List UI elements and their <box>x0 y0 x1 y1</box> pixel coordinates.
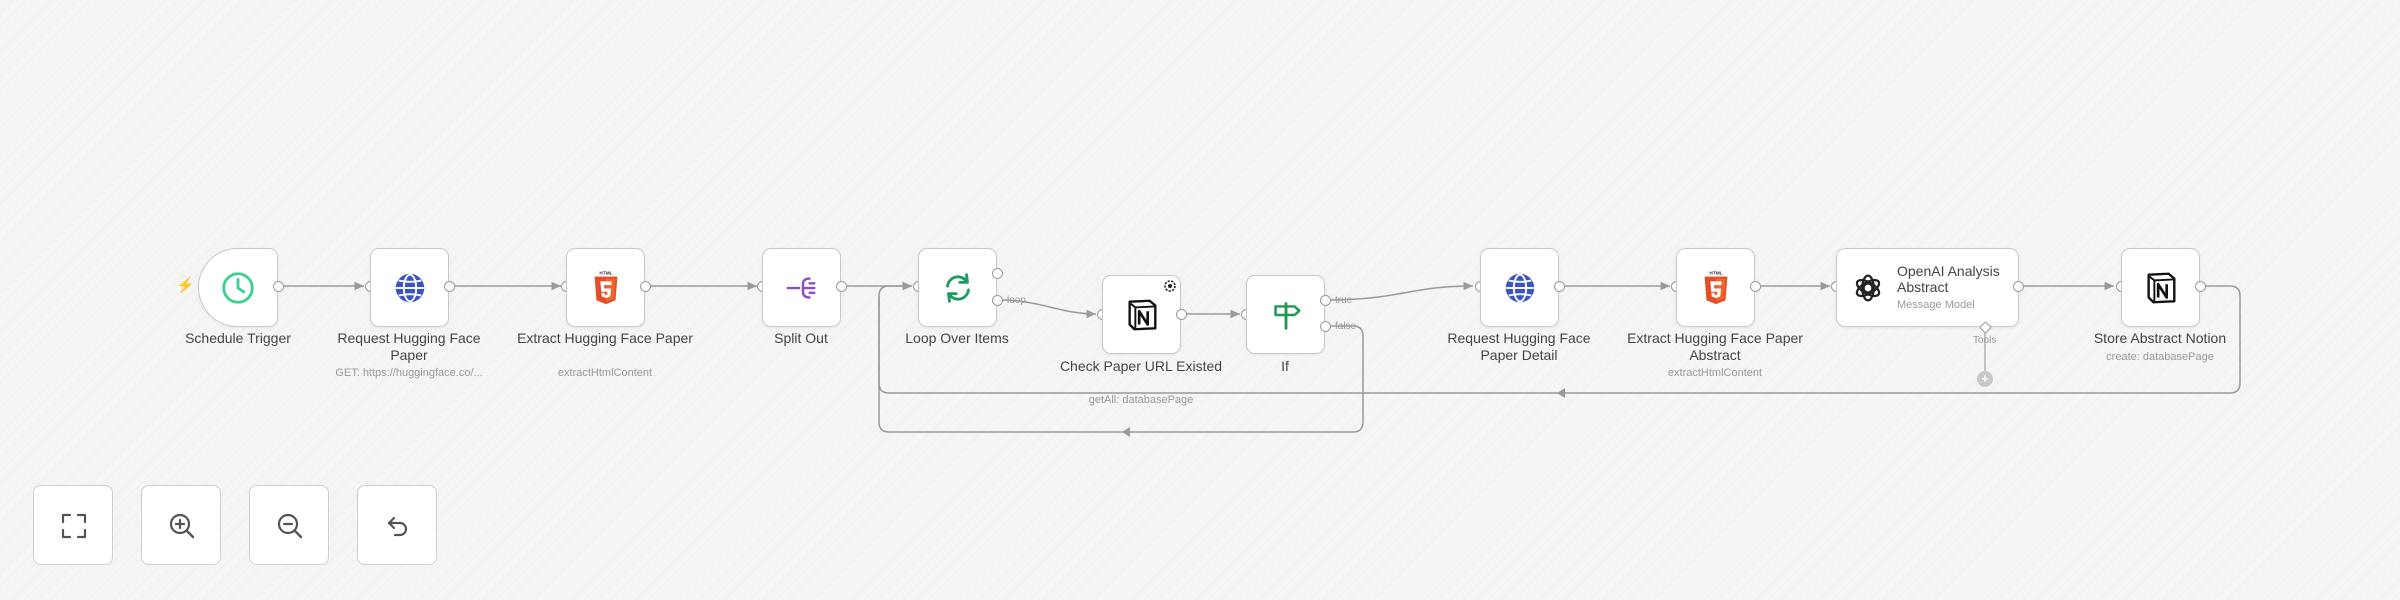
node-title: Store Abstract Notion <box>2093 330 2227 346</box>
add-tool-button[interactable]: + <box>1977 371 1993 387</box>
node-store-abstract-notion[interactable] <box>2121 248 2200 327</box>
zoom-in-icon <box>169 513 195 539</box>
split-icon <box>786 276 816 299</box>
fit-view-button[interactable] <box>33 485 113 565</box>
node-subtitle: GET: https://huggingface.co/... <box>335 367 483 379</box>
node-title: OpenAI Analysis Abstract <box>1897 263 2000 295</box>
output-port-false[interactable] <box>1319 320 1331 332</box>
loop-back-arrow <box>1557 388 1565 398</box>
node-split-out[interactable] <box>762 248 841 327</box>
globe-icon <box>395 273 424 302</box>
node-title: Extract Hugging Face Paper Abstract <box>1627 330 1803 363</box>
zoom-out-icon <box>277 513 303 539</box>
false-back-arrow <box>1122 427 1130 437</box>
node-title: Request Hugging Face Paper <box>337 330 481 363</box>
signpost-icon <box>1273 301 1301 330</box>
output-port[interactable] <box>2194 280 2206 292</box>
output-port[interactable] <box>1553 280 1565 292</box>
output-port-loop[interactable] <box>991 294 1003 306</box>
output-port[interactable] <box>639 280 651 292</box>
connection-if-true-request <box>1326 281 1474 301</box>
node-title: If <box>1281 358 1289 374</box>
openai-icon <box>1855 274 1881 302</box>
globe-icon <box>1505 273 1534 302</box>
html5-icon: HTML <box>1704 270 1727 304</box>
reset-zoom-button[interactable] <box>357 485 437 565</box>
undo-icon <box>387 516 408 537</box>
node-subtitle: extractHtmlContent <box>1667 367 1763 379</box>
node-subtitle: Message Model <box>1897 299 1975 311</box>
trigger-bolt-icon: ⚡ <box>176 277 195 294</box>
notion-icon <box>1127 299 1156 330</box>
node-check-paper-url-existed[interactable] <box>1102 275 1181 354</box>
output-port[interactable] <box>272 280 284 292</box>
node-loop-over-items[interactable] <box>918 248 997 327</box>
output-port[interactable] <box>1175 308 1187 320</box>
notion-icon <box>2146 272 2175 303</box>
output-port-true[interactable] <box>1319 294 1331 306</box>
connection-loop-check <box>999 299 1097 319</box>
output-port-done[interactable] <box>991 267 1003 279</box>
node-title: Split Out <box>774 330 828 346</box>
output-port[interactable] <box>1749 280 1761 292</box>
node-subtitle: create: databasePage <box>2106 351 2214 363</box>
tools-port-label: Tools <box>1973 335 1997 346</box>
true-port-label: true <box>1335 295 1353 306</box>
loop-port-label: loop <box>1007 295 1026 306</box>
node-subtitle: extractHtmlContent <box>557 367 653 379</box>
clock-icon <box>222 271 254 304</box>
loop-icon <box>945 272 970 303</box>
node-title: Schedule Trigger <box>185 330 291 346</box>
node-extract-hugging-face-paper-abstract[interactable]: HTML <box>1676 248 1755 327</box>
zoom-in-button[interactable] <box>141 485 221 565</box>
false-port-label: false <box>1335 321 1357 332</box>
zoom-out-button[interactable] <box>249 485 329 565</box>
html5-icon: HTML <box>594 270 617 304</box>
svg-text:HTML: HTML <box>1709 270 1722 276</box>
node-title: Loop Over Items <box>905 330 1009 346</box>
node-subtitle: getAll: databasePage <box>1088 394 1194 406</box>
output-port[interactable] <box>2012 280 2024 292</box>
fit-view-icon <box>61 513 87 539</box>
svg-text:HTML: HTML <box>599 270 612 276</box>
node-title: Extract Hugging Face Paper <box>517 330 693 346</box>
node-request-hugging-face-paper[interactable] <box>370 248 449 327</box>
settings-badge-icon <box>1164 280 1176 292</box>
node-request-hugging-face-paper-detail[interactable] <box>1480 248 1559 327</box>
connection-if-false-loop-back <box>878 296 1364 433</box>
node-extract-hugging-face-paper[interactable]: HTML <box>566 248 645 327</box>
output-port[interactable] <box>835 280 847 292</box>
node-if[interactable] <box>1246 275 1325 354</box>
node-title: Check Paper URL Existed <box>1059 358 1223 374</box>
node-openai-analysis-abstract[interactable]: OpenAI Analysis Abstract Message Model <box>1836 248 2019 327</box>
node-schedule-trigger[interactable] <box>198 248 278 327</box>
node-title: Request Hugging Face Paper Detail <box>1447 330 1591 363</box>
output-port[interactable] <box>443 280 455 292</box>
